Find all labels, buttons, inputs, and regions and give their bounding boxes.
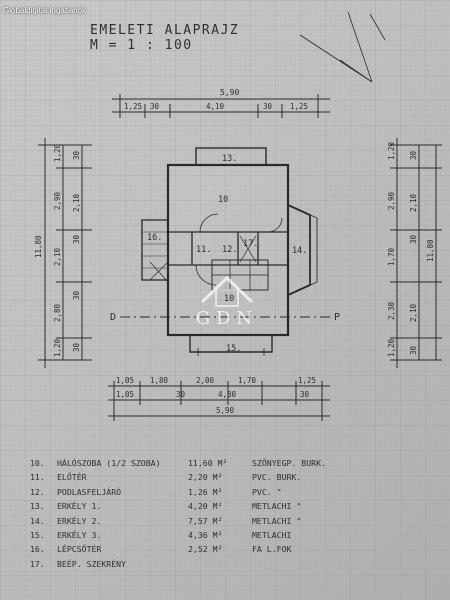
dim-right-outer: 2,90 [387, 191, 396, 210]
room-label: 15. [226, 344, 241, 354]
section-mark-right: P [334, 312, 340, 323]
legend-name: HÁLÓSZOBA (1/2 SZOBA) [57, 458, 161, 468]
dim-left-outer: 1,20 [53, 338, 62, 357]
plan-scale: M = 1 : 100 [90, 38, 193, 53]
legend-name: ERKÉLY 1. [57, 501, 102, 512]
dim-top-part: 1,25 [290, 102, 308, 111]
legend-name: PODLASFELJÁRÓ [57, 486, 122, 497]
legend-row: 15. ERKÉLY 3. 4,36 M² METLACHI [30, 530, 370, 544]
dim-left-inner: 30 [72, 290, 81, 300]
compass-lines [299, 11, 373, 83]
dim-left-inner: 2,10 [72, 193, 81, 212]
dim-bottom-part: 1,05 [116, 376, 134, 385]
dim-bottom-part: 1,25 [298, 376, 316, 385]
legend-floor: PVC. BURK. [252, 472, 302, 483]
dim-bottom-total: 5,90 [216, 406, 235, 415]
room-label: 10 [224, 294, 234, 304]
legend-floor: METLACHI " [252, 515, 302, 526]
legend-row: 10. HÁLÓSZOBA (1/2 SZOBA) 11,60 M² SZŐNY… [30, 458, 370, 472]
dim-left-outer: 2,10 [53, 247, 62, 266]
legend-area: 4,36 M² [188, 529, 223, 540]
source-watermark: Globaldigital.Ingatlanok [3, 6, 87, 15]
legend-row: 12. PODLASFELJÁRÓ 1,26 M² PVC. " [30, 487, 370, 501]
legend-num: 13. [30, 501, 45, 512]
room-label: 14. [292, 246, 307, 256]
dim-right-outer: 1,70 [387, 247, 396, 266]
section-mark-left: D [110, 312, 116, 323]
logo-text: GDN [195, 308, 259, 329]
dim-bottom-part: 1,70 [238, 376, 257, 385]
dim-left-inner: 30 [72, 150, 81, 160]
dim-bottom-mid: 1,05 [116, 390, 134, 399]
legend-row: 14. ERKÉLY 2. 7,57 M² METLACHI " [30, 516, 370, 530]
dim-right-outer: 1,20 [387, 141, 396, 160]
legend-floor: FA L.FOK [252, 544, 292, 555]
legend-area: 4,20 M² [188, 501, 223, 512]
legend-num: 16. [30, 544, 45, 555]
dim-top-part: 4,10 [206, 102, 225, 111]
dim-left-outer: 1,20 [53, 143, 62, 162]
legend-name: LÉPCSŐTÉR [57, 544, 102, 555]
room-label: 11. [196, 245, 211, 255]
dim-left-total: 11,80 [34, 235, 43, 258]
dim-right-outer: 1,20 [387, 338, 396, 357]
legend-name: ELŐTÉR [57, 472, 87, 483]
dim-right-inner: 2,10 [409, 193, 418, 212]
dim-bottom-mid: 30 [176, 390, 186, 399]
dim-left-outer: 2,90 [53, 191, 62, 210]
dim-bottom-mid: 30 [300, 390, 310, 399]
dim-right-inner: 2,10 [409, 303, 418, 322]
plan-title: EMELETI ALAPRAJZ [90, 23, 240, 38]
dim-bottom-part: 2,00 [196, 376, 215, 385]
legend-row: 13. ERKÉLY 1. 4,20 M² METLACHI " [30, 501, 370, 515]
legend-floor: PVC. " [252, 486, 282, 497]
room-label: 17. [243, 239, 258, 249]
legend-area: 7,57 M² [188, 515, 223, 526]
dim-right-outer: 2,30 [387, 301, 396, 320]
dim-left-inner: 30 [72, 234, 81, 244]
dim-top-part: 30 [150, 102, 160, 111]
legend-area: 2,20 M² [188, 472, 223, 483]
legend-row: 17. BEÉP. SZEKRÉNY [30, 559, 370, 573]
legend-area: 1,26 M² [188, 486, 223, 497]
dim-left-outer: 2,80 [53, 303, 62, 322]
dim-top-part: 1,25 [124, 102, 142, 111]
room-label: 16. [147, 233, 162, 243]
dim-top-total: 5,90 [220, 88, 239, 97]
legend-row: 11. ELŐTÉR 2,20 M² PVC. BURK. [30, 472, 370, 486]
room-legend: 10. HÁLÓSZOBA (1/2 SZOBA) 11,60 M² SZŐNY… [30, 458, 370, 573]
legend-num: 10. [30, 458, 45, 468]
legend-num: 17. [30, 558, 45, 569]
legend-name: ERKÉLY 3. [57, 529, 102, 540]
legend-num: 12. [30, 486, 45, 497]
legend-num: 11. [30, 472, 45, 483]
room-label: 13. [222, 154, 237, 164]
legend-floor: SZŐNYEGP. BURK. [252, 458, 326, 468]
legend-name: ERKÉLY 2. [57, 515, 102, 526]
legend-num: 15. [30, 529, 45, 540]
dim-right-total: 11,80 [426, 239, 435, 262]
dim-right-inner: 30 [409, 234, 418, 244]
legend-area: 11,60 M² [188, 458, 228, 468]
legend-floor: METLACHI [252, 529, 292, 540]
legend-row: 16. LÉPCSŐTÉR 2,52 M² FA L.FOK [30, 544, 370, 558]
legend-floor: METLACHI " [252, 501, 302, 512]
dim-bottom-part: 1,80 [150, 376, 169, 385]
dim-left-inner: 30 [72, 342, 81, 352]
dim-top-part: 30 [263, 102, 273, 111]
dim-right-inner: 30 [409, 150, 418, 160]
legend-area: 2,52 M² [188, 544, 223, 555]
room-label: 12. [222, 245, 237, 255]
room-label: 10 [218, 195, 228, 205]
house-logo-icon [200, 275, 254, 307]
legend-num: 14. [30, 515, 45, 526]
legend-name: BEÉP. SZEKRÉNY [57, 558, 127, 569]
gdn-logo: GDN [172, 272, 282, 334]
dim-right-inner: 30 [409, 345, 418, 355]
dim-bottom-mid: 4,80 [218, 390, 237, 399]
